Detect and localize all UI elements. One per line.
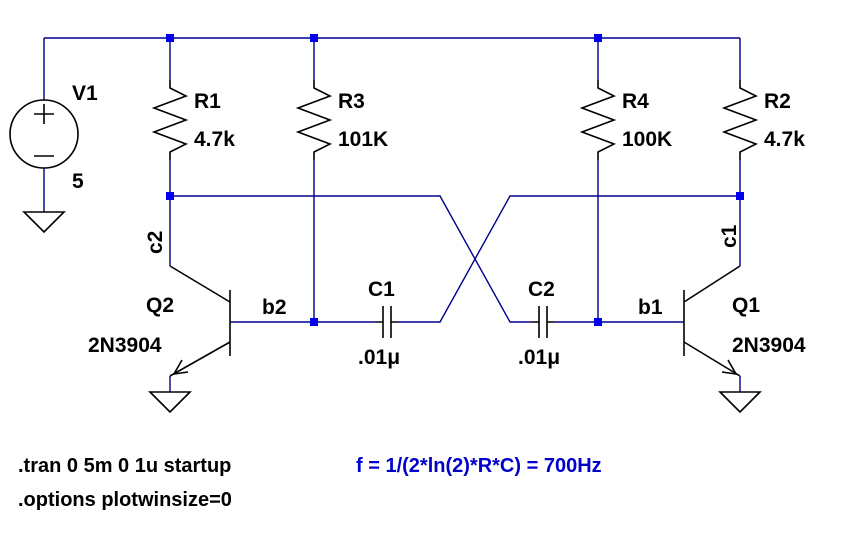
r2-value: 4.7k [764, 128, 805, 151]
junction-r4-top [594, 34, 602, 42]
voltage-source-v1 [9, 99, 79, 169]
r3-name: R3 [338, 90, 365, 113]
wire-c1-node [398, 195, 740, 323]
r1-name: R1 [194, 90, 221, 113]
q2-model: 2N3904 [88, 334, 162, 357]
resistor-r2 [721, 80, 759, 160]
v1-name: V1 [72, 82, 98, 105]
v1-body [9, 99, 79, 169]
wires [43, 37, 741, 392]
directive-tran: .tran 0 5m 0 1u startup [18, 455, 231, 477]
q1-model: 2N3904 [732, 334, 806, 357]
q1-name: Q1 [732, 294, 760, 317]
c2-plates [532, 306, 554, 338]
junction-b1 [594, 318, 602, 326]
ground-icon-q1 [718, 391, 762, 414]
c1-plates [376, 306, 398, 338]
ground-icon-v1 [22, 211, 66, 234]
junction-b2 [310, 318, 318, 326]
junction-r3-top [310, 34, 318, 42]
ground-icon-q2 [148, 391, 192, 414]
transistor-q2 [169, 265, 231, 377]
transistor-q1 [683, 265, 741, 377]
frequency-comment: f = 1/(2*ln(2)*R*C) = 700Hz [356, 455, 602, 477]
v1-value: 5 [72, 170, 84, 193]
q1-collector [683, 265, 741, 303]
directive-options: .options plotwinsize=0 [18, 489, 232, 511]
c1-value: .01μ [358, 346, 400, 369]
q1-emitter [683, 341, 741, 377]
wire-c2-node [170, 195, 532, 323]
net-label-c2: c2 [144, 231, 167, 254]
r4-value: 100K [622, 128, 672, 151]
junctions [166, 34, 744, 326]
v1-plus-sign [34, 104, 54, 124]
r3-value: 101K [338, 128, 388, 151]
q2-emitter-arrow [172, 359, 189, 376]
c1-name: C1 [368, 278, 395, 301]
junction-r1-top [166, 34, 174, 42]
net-label-b1: b1 [638, 296, 663, 319]
resistor-r1 [151, 80, 189, 160]
c2-name: C2 [528, 278, 555, 301]
q2-name: Q2 [146, 294, 174, 317]
r2-name: R2 [764, 90, 791, 113]
junction-c2-node [166, 192, 174, 200]
resistor-r3 [295, 80, 333, 160]
q2-collector [169, 265, 231, 303]
resistor-r4 [579, 80, 617, 160]
junction-c1-node [736, 192, 744, 200]
net-label-b2: b2 [262, 296, 287, 319]
q2-emitter [169, 341, 231, 377]
q1-emitter-arrow [721, 359, 738, 376]
net-label-c1: c1 [718, 224, 741, 248]
c2-value: .01μ [518, 346, 560, 369]
capacitor-c2 [532, 306, 554, 338]
capacitor-c1 [376, 306, 398, 338]
r1-value: 4.7k [194, 128, 235, 151]
r4-name: R4 [622, 90, 649, 113]
